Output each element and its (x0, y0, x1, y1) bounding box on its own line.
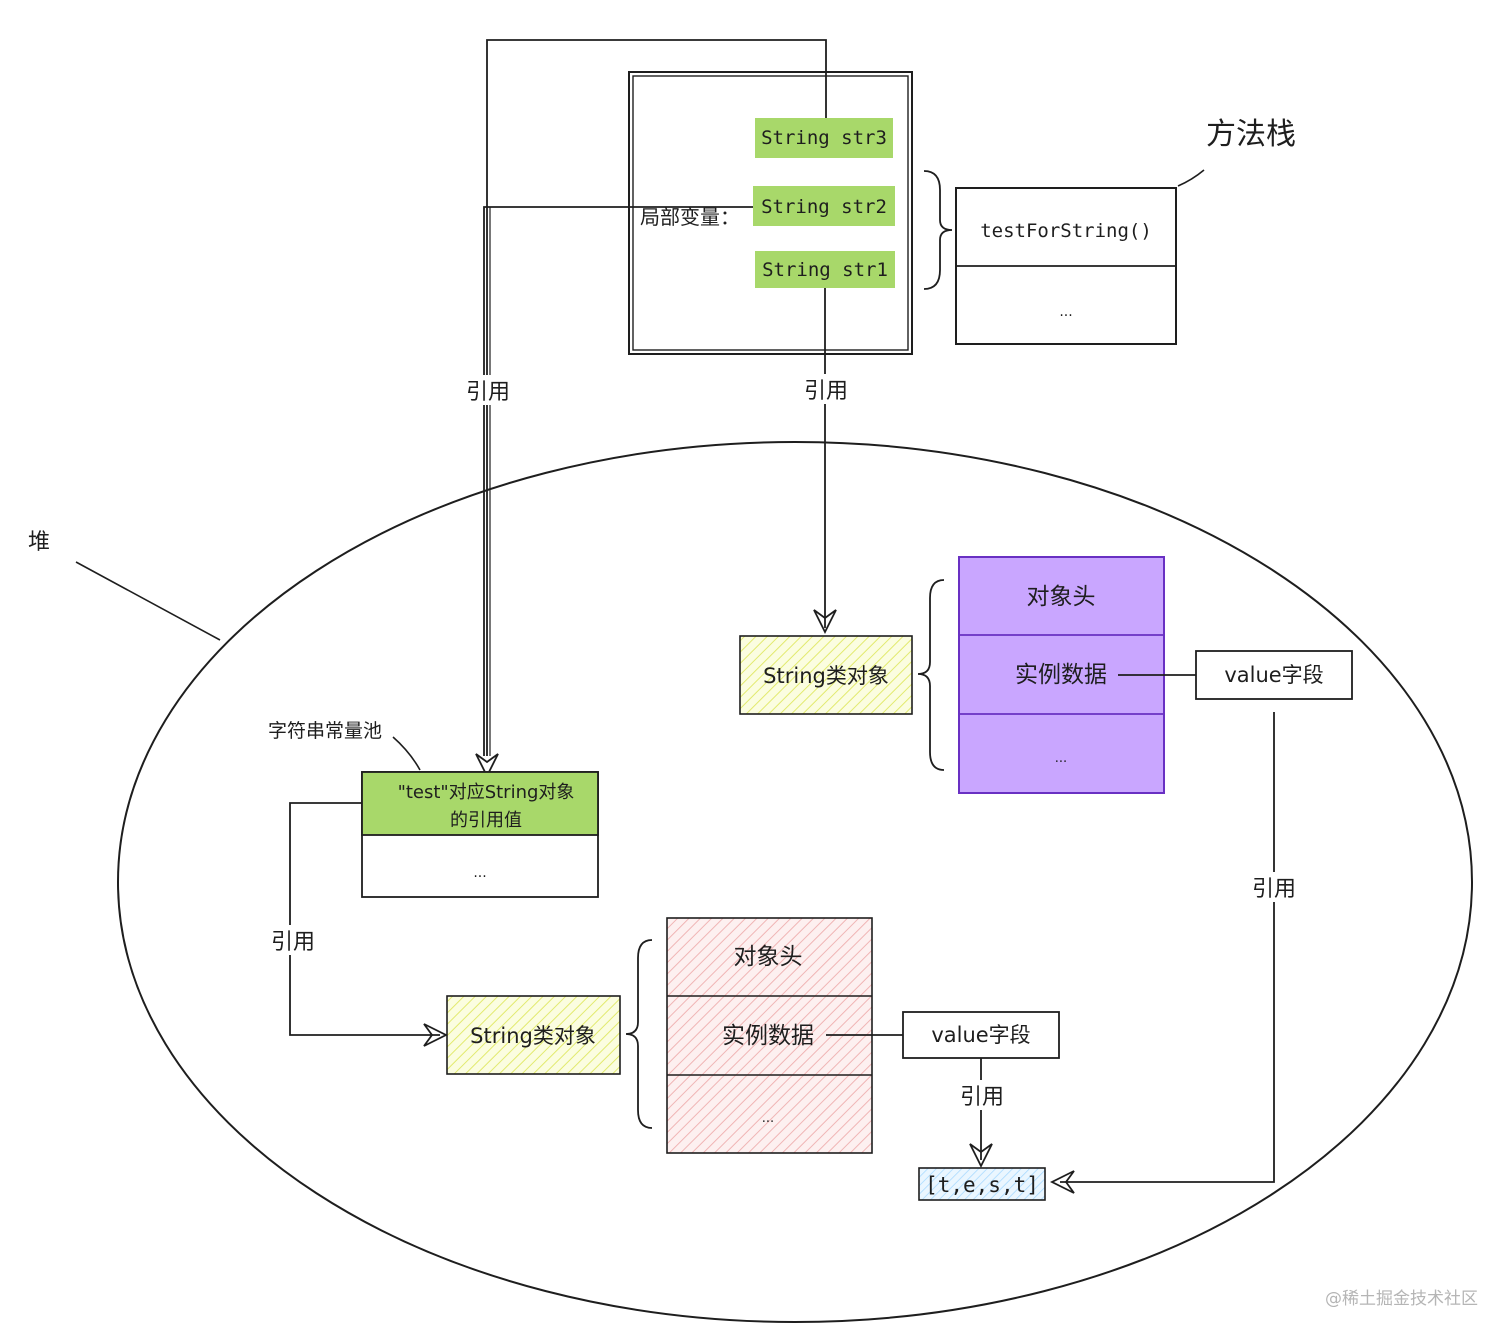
var-str1-box[interactable] (755, 251, 895, 288)
string-object-bottom-brace (625, 939, 653, 1129)
edge-value-top-to-array (1060, 712, 1275, 1183)
string-object-top-label: String类对象 (763, 664, 889, 688)
string-pool-entry[interactable] (361, 771, 599, 836)
local-vars-frame-inner (632, 75, 909, 351)
char-array-box[interactable] (918, 1167, 1046, 1201)
local-vars-label: 局部变量： (640, 205, 740, 229)
arrowhead-object-top (813, 609, 837, 635)
object-top-instance-data: 实例数据 (1015, 662, 1107, 688)
edge-label-ref-mid: 引用 (804, 379, 848, 404)
var-str3-box[interactable] (755, 118, 893, 158)
method-brace (923, 170, 953, 290)
char-array-label: [t,e,s,t] (925, 1173, 1039, 1197)
object-top-more: ... (1055, 751, 1067, 766)
value-field-top[interactable] (1195, 650, 1353, 700)
edge-label-ref-right: 引用 (1252, 877, 1296, 902)
string-pool-more: ... (473, 865, 486, 881)
object-bottom-instance-data: 实例数据 (722, 1023, 814, 1049)
edge-label-bg-right (1246, 872, 1302, 902)
heap-label-pointer (75, 561, 221, 641)
value-field-bottom-label: value字段 (931, 1023, 1030, 1047)
edge-label-bg-left (460, 375, 516, 405)
edge-label-bg-pool (265, 925, 321, 955)
object-bottom-header: 对象头 (734, 944, 803, 970)
var-str2-label: String str2 (761, 196, 887, 218)
heap-label: 堆 (28, 530, 50, 555)
string-pool-pointer (392, 736, 421, 771)
arrowhead-pool (475, 753, 499, 779)
method-name[interactable]: testForString() (980, 220, 1152, 242)
edge-pool-to-object (289, 802, 440, 1036)
local-vars-frame (628, 71, 913, 355)
edge-str2-to-pool (483, 206, 753, 756)
edge-label-ref-value: 引用 (960, 1085, 1004, 1110)
watermark: @稀土掘金技术社区 (1325, 1289, 1478, 1309)
var-str1-label: String str1 (762, 259, 888, 281)
string-object-top-box[interactable] (739, 635, 913, 715)
edge-label-ref-pool: 引用 (271, 930, 315, 955)
method-stack-title: 方法栈 (1206, 117, 1296, 152)
heap-ellipse (117, 441, 1473, 1323)
string-pool-label: 字符串常量池 (268, 720, 382, 742)
edge-label-ref-left: 引用 (466, 380, 510, 405)
value-field-top-label: value字段 (1224, 663, 1323, 687)
string-object-bottom-label: String类对象 (470, 1024, 596, 1048)
string-pool-entry-line1: "test"对应String对象 (398, 782, 575, 803)
method-stack-pointer (1177, 169, 1205, 187)
var-str2-box[interactable] (753, 186, 895, 226)
edge-label-bg-mid (798, 374, 854, 404)
method-stack-more: ... (1059, 304, 1072, 320)
object-top-header: 对象头 (1027, 584, 1096, 610)
arrowhead-object-bottom (423, 1023, 449, 1047)
edge-label-bg-value (954, 1080, 1010, 1110)
arrowhead-array-top (969, 1143, 993, 1169)
string-object-top-brace (917, 579, 945, 771)
arrowhead-array-right (1049, 1170, 1075, 1194)
string-object-bottom-box[interactable] (446, 995, 621, 1075)
string-pool-entry-line2: 的引用值 (450, 810, 522, 831)
object-bottom-more: ... (762, 1111, 774, 1126)
var-str3-label: String str3 (761, 127, 887, 149)
